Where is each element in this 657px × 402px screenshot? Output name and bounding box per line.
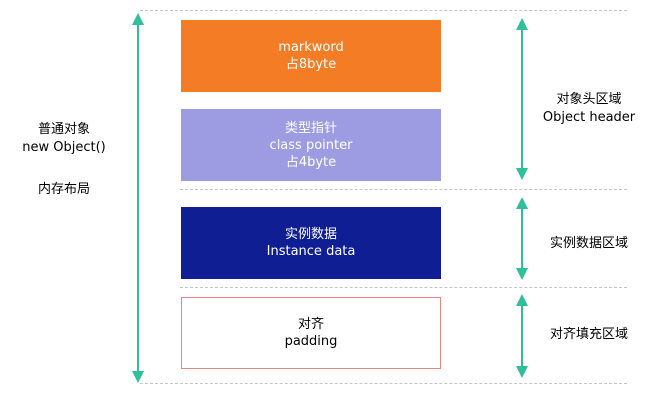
- header-region-arrow-head-bottom: [516, 168, 528, 180]
- class-pointer-size: 占4byte: [285, 154, 337, 170]
- header-region-label-en: Object header: [542, 110, 636, 125]
- padding-region-arrow-head-bottom: [516, 366, 528, 378]
- padding-label-en: padding: [284, 334, 338, 349]
- object-title-line1: 普通对象: [37, 122, 90, 137]
- instance-data-label-en: Instance data: [266, 244, 356, 259]
- object-size-arrow-head-top: [132, 13, 144, 25]
- object-size-arrow-head-bottom: [132, 371, 144, 383]
- object-title-line2: new Object(): [22, 140, 106, 155]
- top-dashed-line: [140, 10, 627, 11]
- bottom-dashed-line: [140, 383, 627, 384]
- padding-region-label: 对齐填充区域: [549, 327, 628, 342]
- class-pointer-block: 类型指针 class pointer 占4byte: [181, 109, 441, 181]
- header-region-label-cn: 对象头区域: [556, 92, 622, 107]
- object-title: 普通对象 new Object(): [14, 121, 114, 157]
- class-pointer-label-cn: 类型指针: [284, 120, 337, 136]
- padding-region-arrow-head-top: [516, 294, 528, 306]
- instance-data-block: 实例数据 Instance data: [181, 207, 441, 279]
- header-divider-dashed-line: [180, 189, 627, 190]
- instance-data-label-cn: 实例数据: [284, 227, 337, 242]
- markword-size: 占8byte: [285, 57, 337, 72]
- header-region-label: 对象头区域 Object header: [534, 91, 644, 127]
- instance-region-arrow-head-bottom: [516, 268, 528, 280]
- class-pointer-label-en: class pointer: [269, 137, 353, 153]
- memory-layout-label: 内存布局: [37, 182, 90, 197]
- padding-block: 对齐 padding: [181, 297, 441, 369]
- markword-label: markword: [278, 40, 344, 55]
- instance-divider-dashed-line: [180, 287, 627, 288]
- padding-label-cn: 对齐: [297, 317, 324, 332]
- instance-region-arrow-head-top: [516, 197, 528, 209]
- instance-region-label: 实例数据区域: [549, 236, 628, 251]
- header-region-arrow-head-top: [516, 18, 528, 30]
- markword-block: markword 占8byte: [181, 20, 441, 92]
